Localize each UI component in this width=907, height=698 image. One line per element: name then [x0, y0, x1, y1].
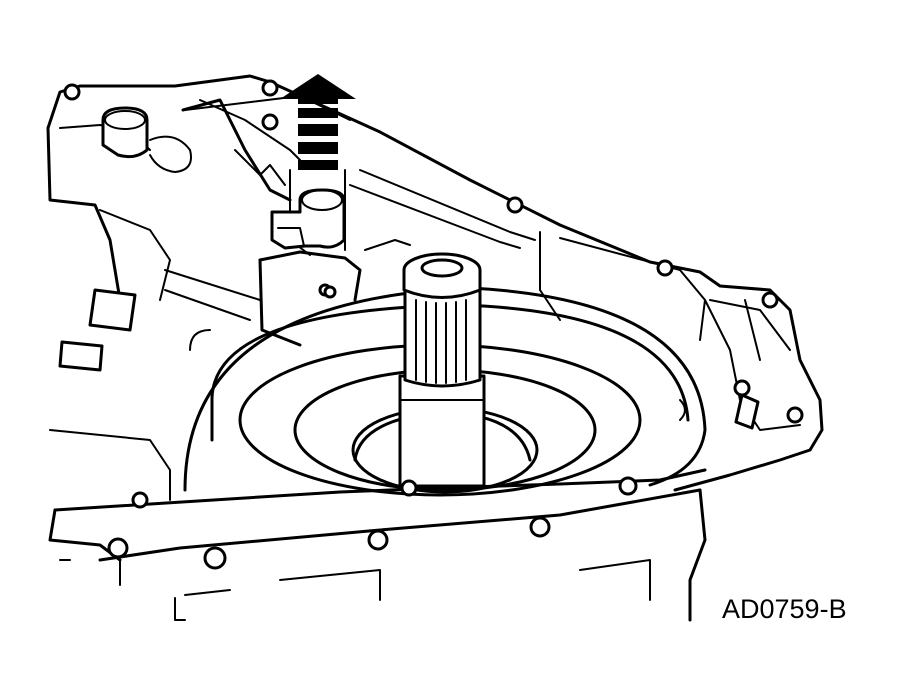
- case-upper-outline: [46, 74, 824, 492]
- case-left-detail: [49, 269, 261, 501]
- case-right-pocket: [734, 299, 761, 430]
- input-shaft: [398, 252, 486, 488]
- bolt-holes: [63, 79, 804, 570]
- case-boss-top-left: [101, 106, 192, 173]
- arrow-up-icon: [280, 74, 356, 170]
- servo-piston: [270, 188, 346, 250]
- figure-reference-code: AD0759-B: [722, 594, 847, 624]
